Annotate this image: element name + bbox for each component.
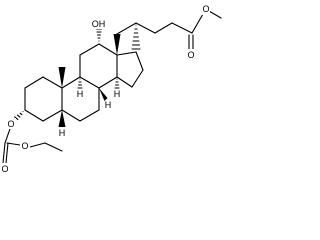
c9-hydrogen-hashed-bond bbox=[77, 78, 83, 89]
side-chain-bonds bbox=[116, 10, 222, 51]
ring-b-bonds bbox=[61, 76, 100, 122]
c9-hydrogen-label: H bbox=[77, 89, 84, 99]
ester-methoxy-oxygen-label: O bbox=[187, 50, 194, 60]
ring-d-bonds bbox=[116, 51, 144, 88]
c13-methyl-wedge-bond bbox=[113, 34, 121, 55]
carbonate-ethoxy-oxygen-label: O bbox=[21, 141, 28, 151]
atom-labels: O O OH H H H H O O O bbox=[0, 4, 210, 174]
carbonate-c3-oxygen-label: O bbox=[7, 119, 14, 129]
ester-carbonyl-oxygen-label: O bbox=[202, 4, 209, 14]
carbonate-carbonyl-oxygen-label: O bbox=[1, 164, 8, 174]
ring-c-bonds bbox=[79, 43, 118, 89]
c10-methyl-wedge-bond bbox=[58, 67, 66, 88]
ring-a-bonds bbox=[24, 76, 63, 122]
c12-hydroxyl-hashed-bond bbox=[95, 28, 103, 42]
c14-hydrogen-hashed-bond bbox=[114, 78, 120, 89]
molecule-structure-diagram: O O OH H H H H O O O bbox=[0, 4, 222, 174]
c8-hydrogen-label: H bbox=[105, 100, 112, 110]
c8-hydrogen-wedge-bond bbox=[99, 88, 108, 101]
c20-to-c17-hashed-bond bbox=[131, 24, 141, 50]
carbonate-bonds bbox=[2, 125, 63, 164]
c5-hydrogen-label: H bbox=[59, 128, 66, 138]
c14-hydrogen-label: H bbox=[114, 89, 121, 99]
c12-hydroxyl-label: OH bbox=[92, 19, 106, 29]
c5-hydrogen-wedge-bond bbox=[58, 110, 66, 127]
